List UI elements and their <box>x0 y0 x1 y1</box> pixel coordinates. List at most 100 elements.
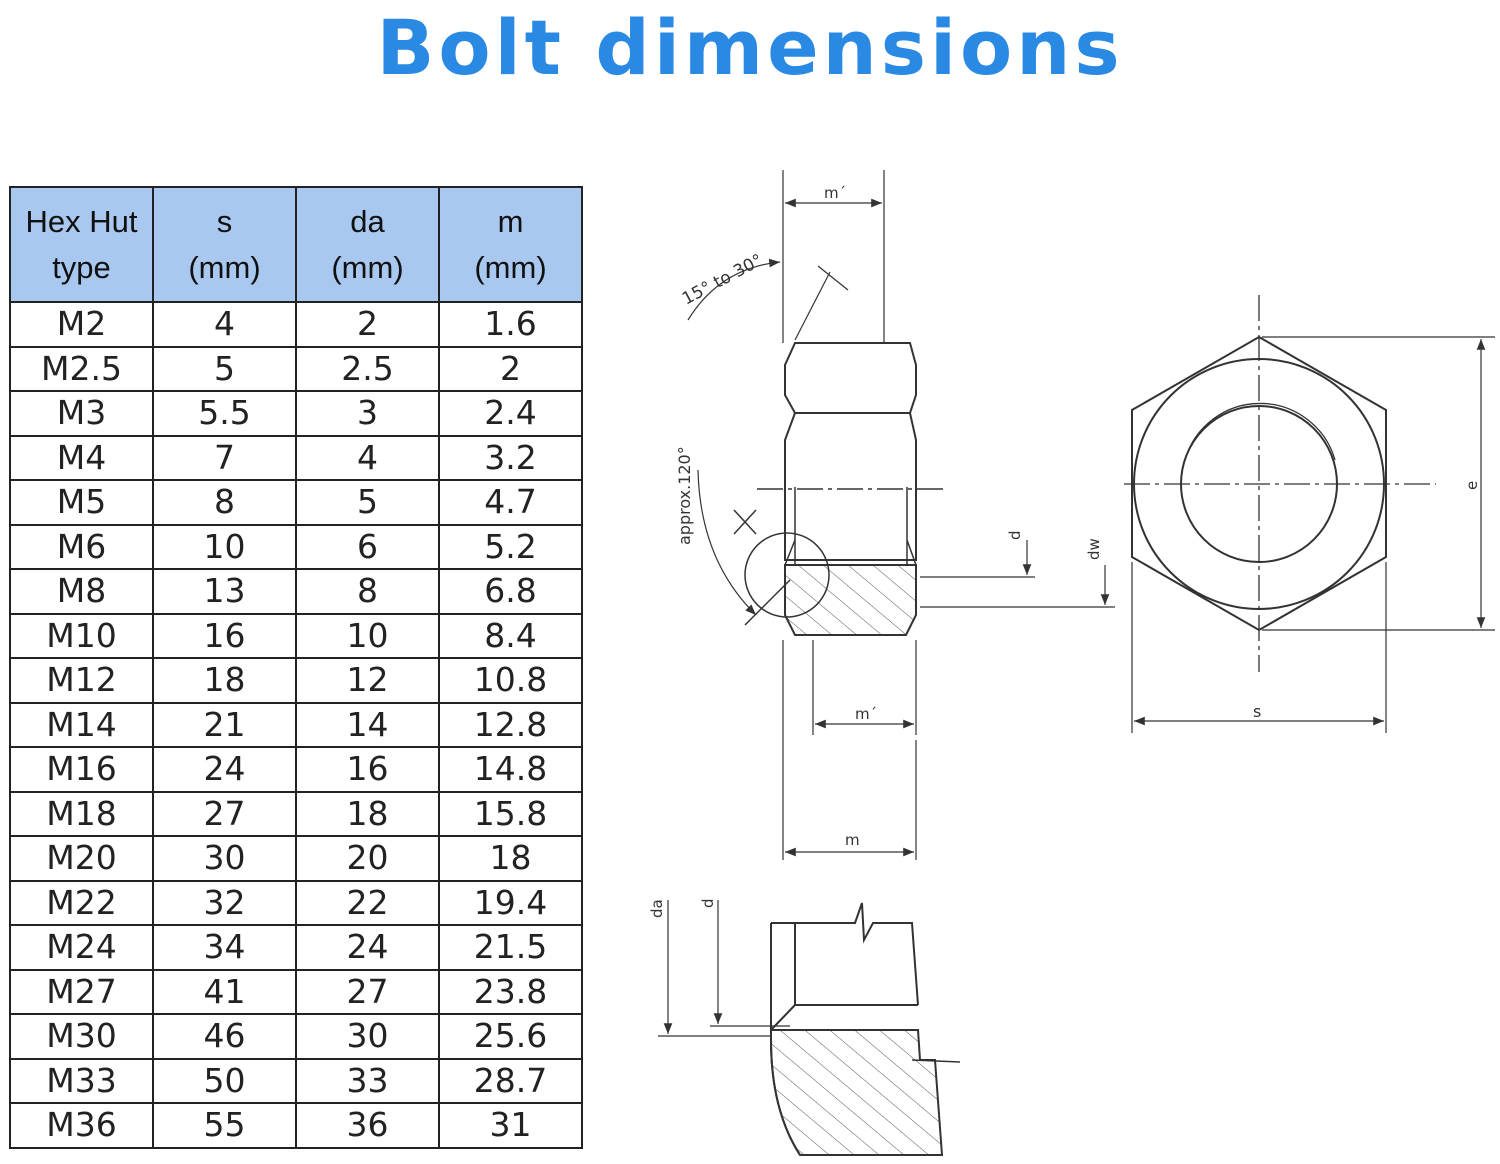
label-dw: dw <box>1085 538 1103 560</box>
header-type: Hex Hut type <box>9 186 154 303</box>
cell-da: 20 <box>295 835 440 882</box>
cell-da: 24 <box>295 924 440 971</box>
cell-type: M30 <box>9 1013 154 1060</box>
dim-e <box>1262 336 1495 631</box>
cell-s: 32 <box>152 879 297 926</box>
cell-s: 30 <box>152 835 297 882</box>
cell-m: 5.2 <box>438 523 583 570</box>
cell-m: 10.8 <box>438 657 583 704</box>
cell-type: M36 <box>9 1102 154 1149</box>
cell-s: 4 <box>152 301 297 348</box>
cell-da: 22 <box>295 879 440 926</box>
header-type-line2: type <box>52 249 111 285</box>
cell-type: M18 <box>9 790 154 837</box>
label-top-m-prime: m´ <box>824 184 846 202</box>
cell-m: 8.4 <box>438 612 583 659</box>
table-header-row: Hex Hut type s (mm) da (mm) m (mm) <box>9 186 583 303</box>
cell-type: M20 <box>9 835 154 882</box>
label-chamfer-angle: 15° to 30° <box>679 250 766 309</box>
dim-detail-da-d <box>658 900 790 1037</box>
cell-m: 2.4 <box>438 390 583 437</box>
cell-s: 50 <box>152 1057 297 1104</box>
detail-x-marker <box>733 509 830 626</box>
cell-s: 7 <box>152 434 297 481</box>
detail-section-view <box>770 902 961 1156</box>
cell-s: 55 <box>152 1102 297 1149</box>
cell-s: 21 <box>152 701 297 748</box>
cell-m: 4.7 <box>438 479 583 526</box>
cell-s: 8 <box>152 479 297 526</box>
cell-s: 34 <box>152 924 297 971</box>
label-m: m <box>845 831 860 849</box>
cell-da: 27 <box>295 968 440 1015</box>
cell-m: 21.5 <box>438 924 583 971</box>
cell-type: M27 <box>9 968 154 1015</box>
cell-type: M6 <box>9 523 154 570</box>
cell-s: 10 <box>152 523 297 570</box>
cell-type: M2.5 <box>9 345 154 392</box>
cell-da: 3 <box>295 390 440 437</box>
cell-type: M12 <box>9 657 154 704</box>
label-s: s <box>1253 702 1261 721</box>
label-e: e <box>1463 481 1481 490</box>
cell-type: M33 <box>9 1057 154 1104</box>
cell-m: 23.8 <box>438 968 583 1015</box>
cell-s: 16 <box>152 612 297 659</box>
cell-type: M10 <box>9 612 154 659</box>
cell-da: 36 <box>295 1102 440 1149</box>
cell-type: M3 <box>9 390 154 437</box>
dim-chamfer-angle <box>687 258 849 341</box>
cell-type: M14 <box>9 701 154 748</box>
dim-top-m-prime <box>782 170 885 343</box>
cell-s: 5.5 <box>152 390 297 437</box>
cell-da: 5 <box>295 479 440 526</box>
cell-da: 6 <box>295 523 440 570</box>
cell-type: M4 <box>9 434 154 481</box>
cell-s: 5 <box>152 345 297 392</box>
header-da-line2: (mm) <box>331 249 404 285</box>
dim-m <box>782 640 917 860</box>
cell-type: M24 <box>9 924 154 971</box>
cell-da: 2 <box>295 301 440 348</box>
header-da: da (mm) <box>295 186 440 303</box>
cell-da: 18 <box>295 790 440 837</box>
header-da-line1: da <box>350 203 385 239</box>
header-s-line1: s <box>216 203 233 239</box>
dim-d-dw <box>920 540 1115 608</box>
header-m: m (mm) <box>438 186 583 303</box>
header-m-line2: (mm) <box>474 249 547 285</box>
cell-s: 46 <box>152 1013 297 1060</box>
cell-da: 33 <box>295 1057 440 1104</box>
header-m-line1: m <box>497 203 524 239</box>
cell-s: 41 <box>152 968 297 1015</box>
cell-da: 4 <box>295 434 440 481</box>
cell-s: 18 <box>152 657 297 704</box>
dim-s <box>1131 562 1387 733</box>
cell-m: 2 <box>438 345 583 392</box>
front-centre-lines <box>1124 295 1436 672</box>
cell-type: M5 <box>9 479 154 526</box>
cell-da: 8 <box>295 568 440 615</box>
label-da: da <box>648 899 666 918</box>
cell-m: 31 <box>438 1102 583 1149</box>
cell-m: 14.8 <box>438 746 583 793</box>
cell-m: 19.4 <box>438 879 583 926</box>
